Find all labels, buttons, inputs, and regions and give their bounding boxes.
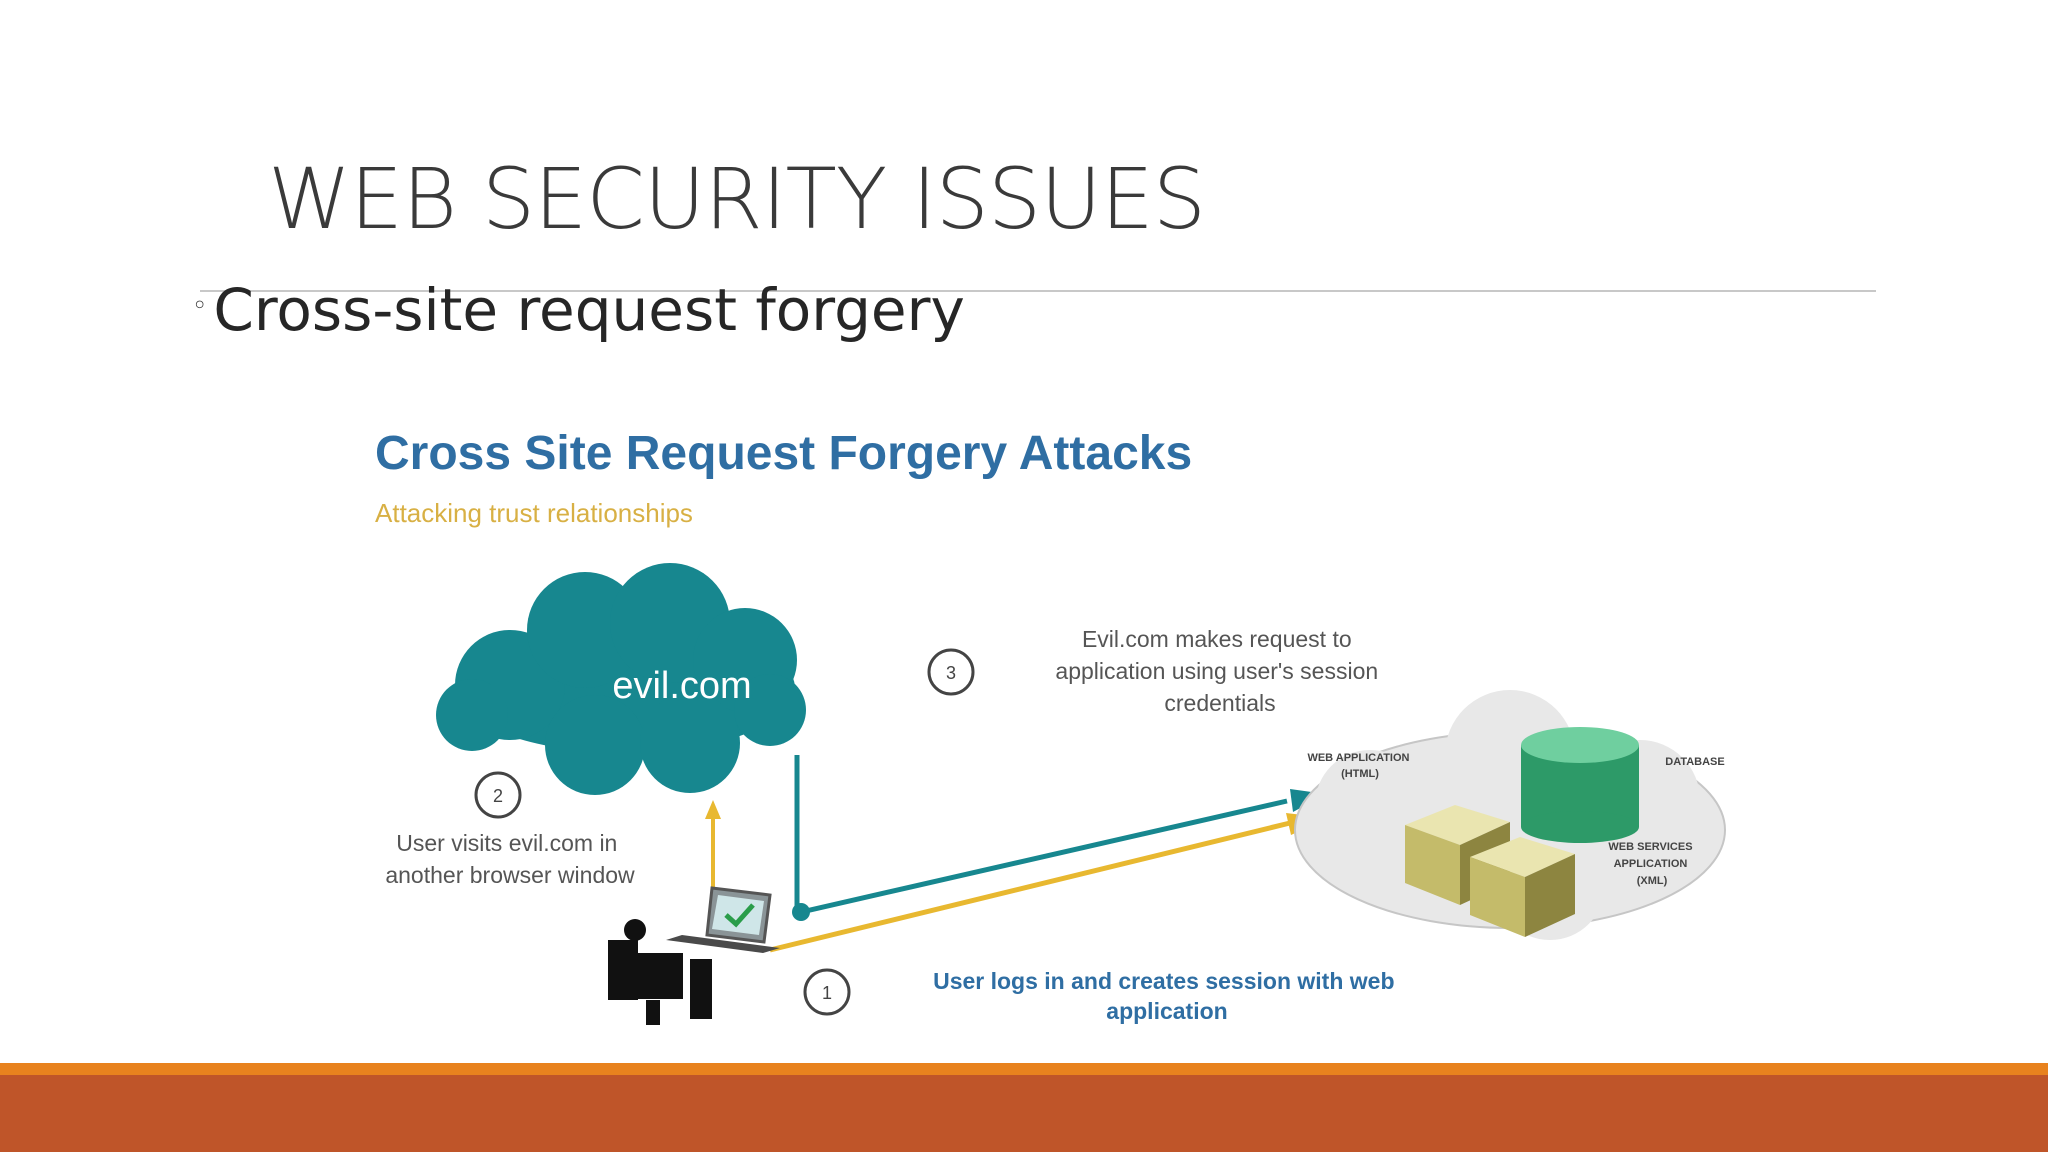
bullet-item: ◦Cross-site request forgery <box>192 276 965 344</box>
step-2-number: 2 <box>493 786 503 806</box>
login-arrow <box>769 813 1328 953</box>
bullet-circle-icon: ◦ <box>192 290 208 321</box>
step-3-number: 3 <box>946 663 956 683</box>
web-services-label: WEB SERVICES APPLICATION (XML) <box>1608 841 1695 887</box>
step-1-badge: 1 <box>803 968 851 1016</box>
diagram-subtitle: Attacking trust relationships <box>375 498 693 528</box>
web-services-server-icon <box>1470 837 1575 937</box>
step-2-badge: 2 <box>474 771 522 819</box>
web-app-label: WEB APPLICATION (HTML) <box>1307 752 1412 780</box>
step-2-text: User visits evil.com in another browser … <box>385 830 635 888</box>
evil-cloud: evil.com <box>436 563 806 795</box>
application-servers: WEB APPLICATION (HTML) DATABASE WEB SERV… <box>1294 690 1726 940</box>
slide-title: WEB SECURITY ISSUES <box>268 150 1206 248</box>
step-1-number: 1 <box>822 983 832 1003</box>
step-1-text: User logs in and creates session with we… <box>933 968 1401 1024</box>
user-icon <box>608 919 712 1025</box>
forged-request-arrow <box>792 755 1326 921</box>
csrf-diagram-svg: Cross Site Request Forgery Attacks Attac… <box>375 427 1726 1025</box>
cloud-label: evil.com <box>612 665 751 707</box>
bullet-text: Cross-site request forgery <box>213 276 965 344</box>
diagram-title: Cross Site Request Forgery Attacks <box>375 427 1192 480</box>
step-3-badge: 3 <box>927 648 975 696</box>
csrf-diagram: Cross Site Request Forgery Attacks Attac… <box>360 405 1800 1055</box>
database-label: DATABASE <box>1665 756 1724 768</box>
footer-band <box>0 1075 2048 1152</box>
laptop-icon <box>666 886 780 953</box>
database-icon <box>1521 727 1639 843</box>
title-divider <box>200 290 1876 292</box>
step-3-text: Evil.com makes request to application us… <box>1055 626 1384 716</box>
footer-accent-line <box>0 1063 2048 1075</box>
